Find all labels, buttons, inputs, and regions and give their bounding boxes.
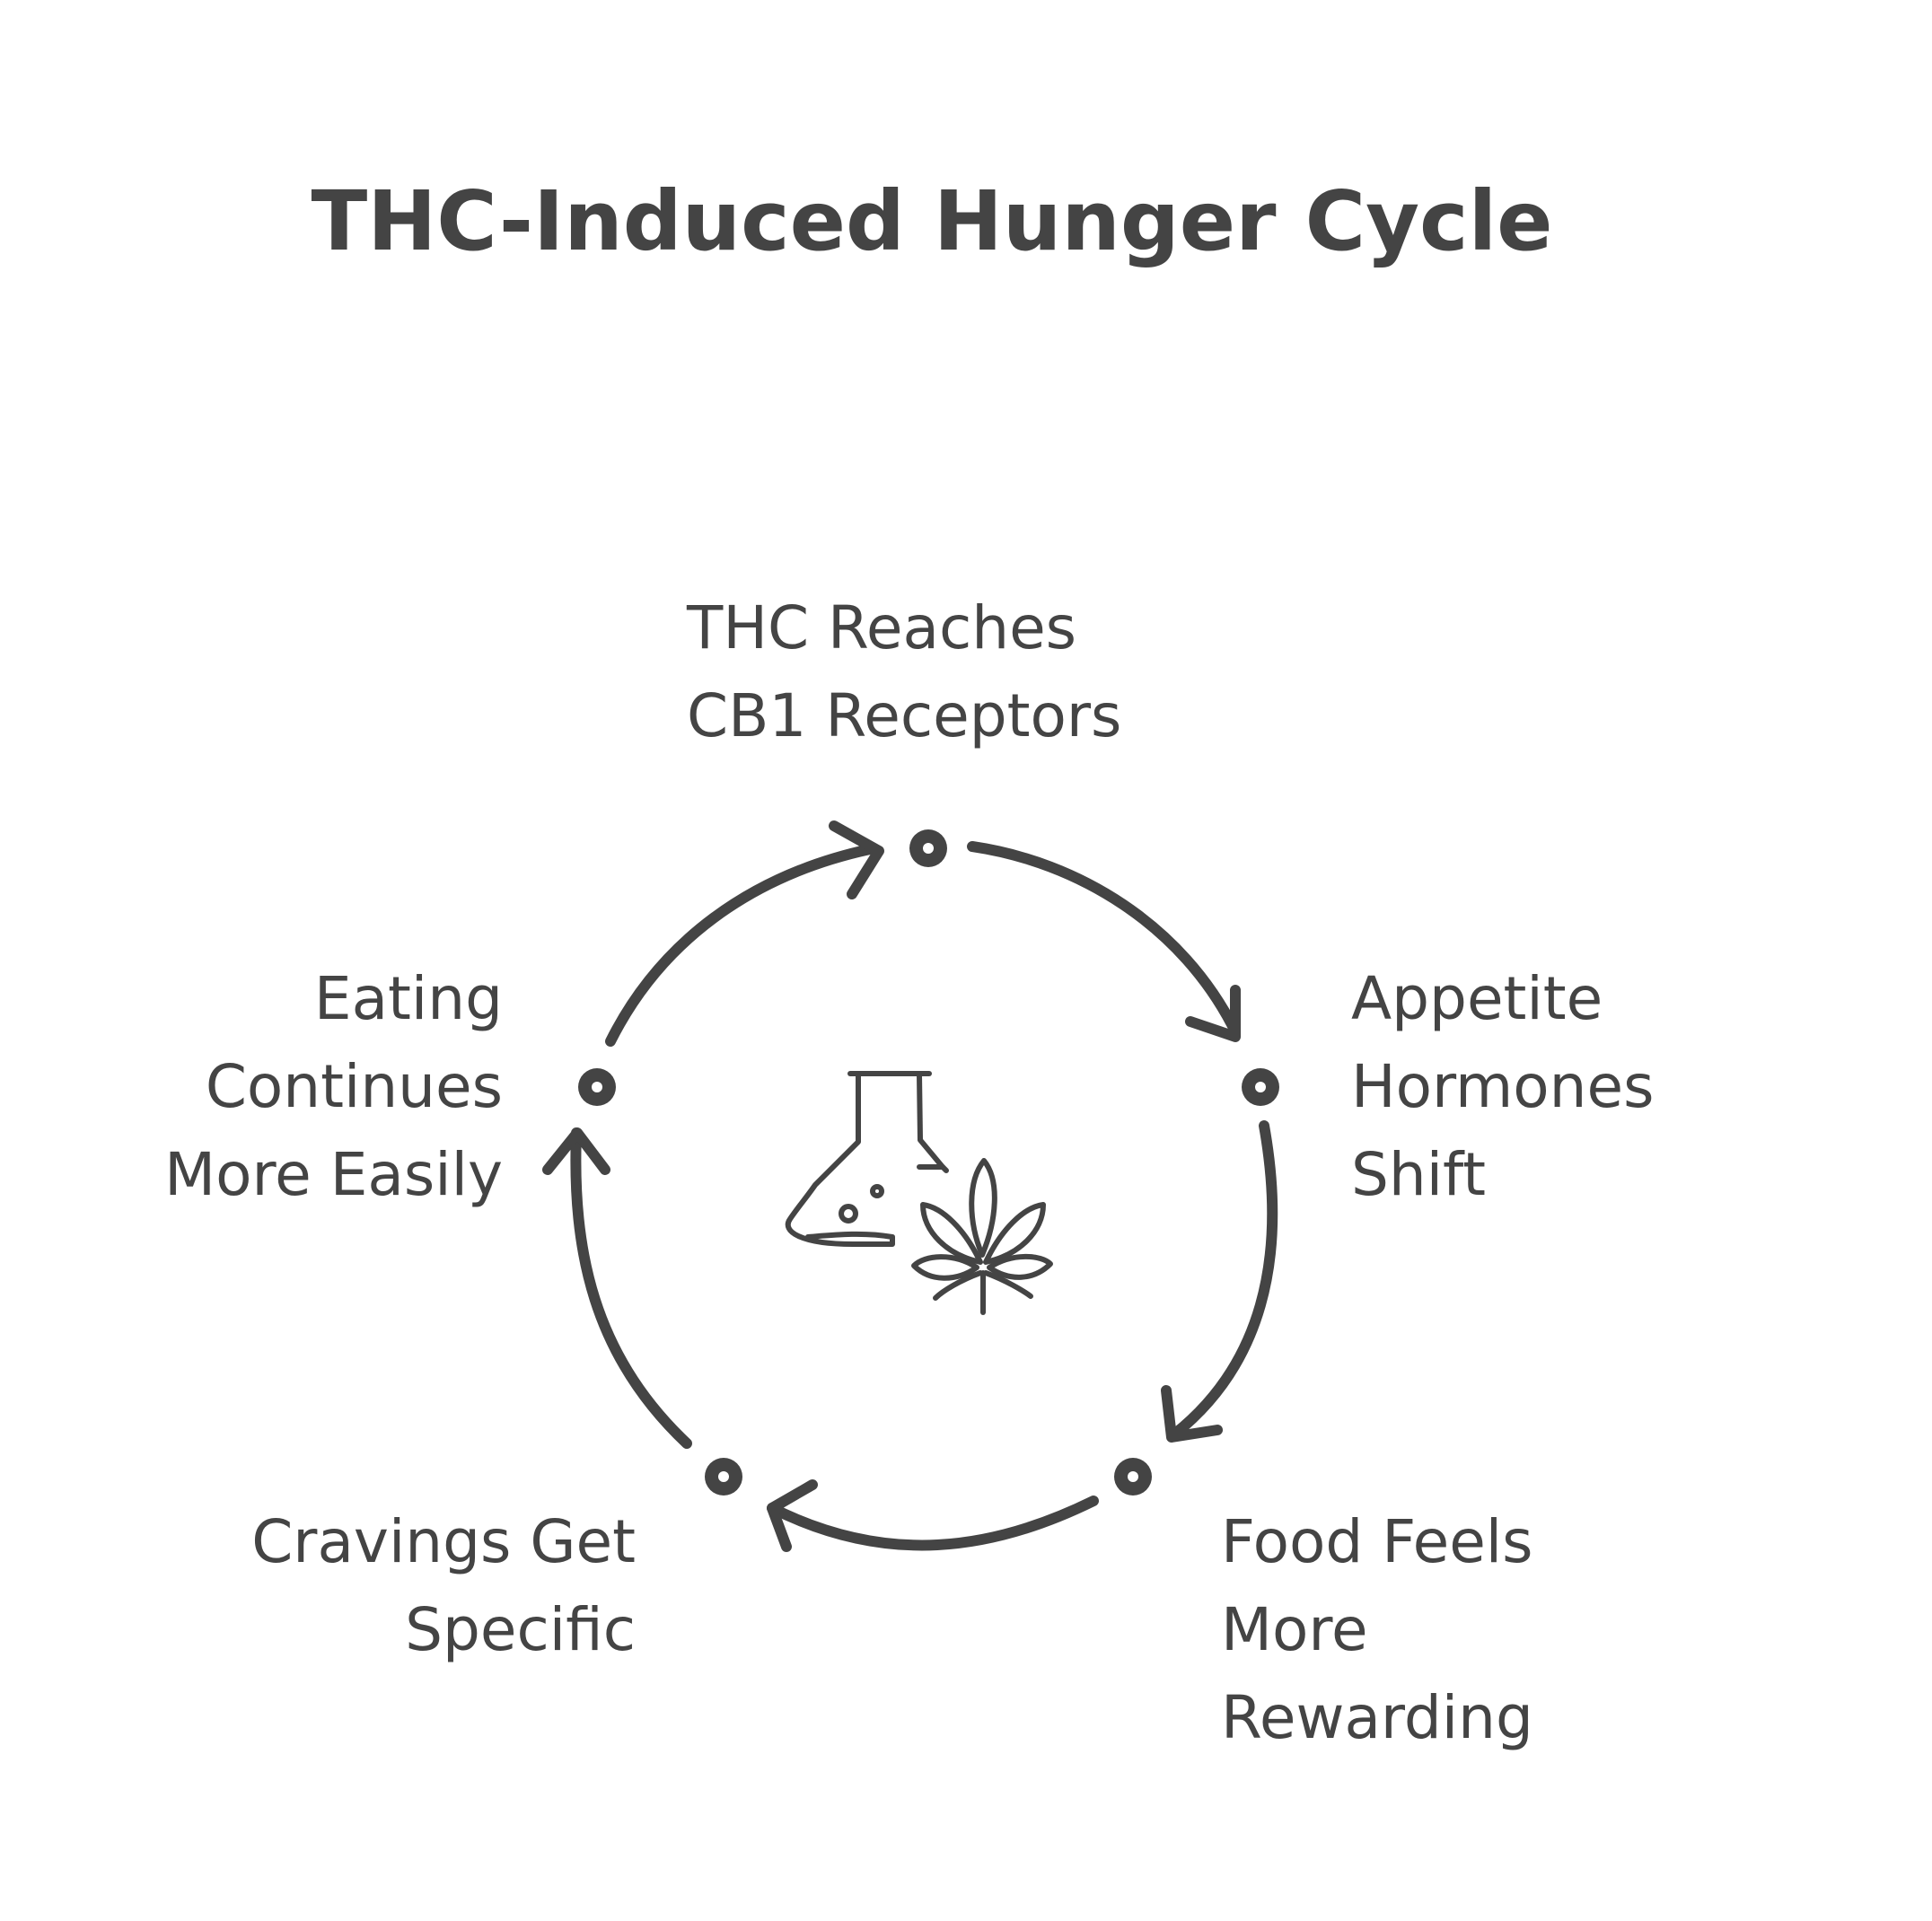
arrow-step5-to-step1 [605, 820, 884, 1047]
step-2-line-1: Appetite [1351, 964, 1603, 1033]
flask-cannabis-leaf-icon [785, 1071, 1053, 1315]
step-3-line-3: Rewarding [1221, 1683, 1533, 1752]
step-label-2: Appetite Hormones Shift [1351, 964, 1654, 1209]
arrow-step2-to-step3 [1161, 1120, 1278, 1443]
step-label-5: Eating Continues More Easily [164, 964, 503, 1209]
step-label-1: THC Reaches CB1 Receptors [686, 593, 1121, 750]
cycle-arrows [542, 820, 1278, 1552]
step-5-line-2: Continues [206, 1052, 503, 1121]
step-label-4: Cravings Get Specific [251, 1507, 636, 1664]
step-4-line-1: Cravings Get [251, 1507, 636, 1576]
node-dot-step5 [578, 1068, 616, 1106]
step-2-line-3: Shift [1351, 1140, 1486, 1209]
arrow-step3-to-step4 [767, 1479, 1099, 1552]
arrow-step4-to-step5 [542, 1127, 692, 1449]
node-dots [578, 829, 1279, 1496]
step-3-line-2: More [1221, 1595, 1368, 1664]
step-3-line-1: Food Feels [1221, 1507, 1533, 1576]
step-label-3: Food Feels More Rewarding [1221, 1507, 1533, 1752]
step-1-line-2: CB1 Receptors [687, 681, 1121, 750]
step-5-line-3: More Easily [164, 1140, 503, 1209]
step-1-line-1: THC Reaches [686, 593, 1076, 662]
node-dot-step4 [705, 1458, 742, 1496]
step-2-line-2: Hormones [1351, 1052, 1654, 1121]
flask-icon [785, 1071, 949, 1247]
diagram-title: THC-Induced Hunger Cycle [311, 173, 1552, 269]
step-4-line-2: Specific [405, 1595, 636, 1664]
cannabis-leaf-icon [911, 1158, 1053, 1315]
node-dot-step2 [1242, 1068, 1279, 1106]
arrow-step1-to-step2 [967, 841, 1241, 1042]
node-dot-step1 [909, 829, 947, 867]
node-dot-step3 [1114, 1458, 1152, 1496]
step-5-line-1: Eating [314, 964, 503, 1033]
